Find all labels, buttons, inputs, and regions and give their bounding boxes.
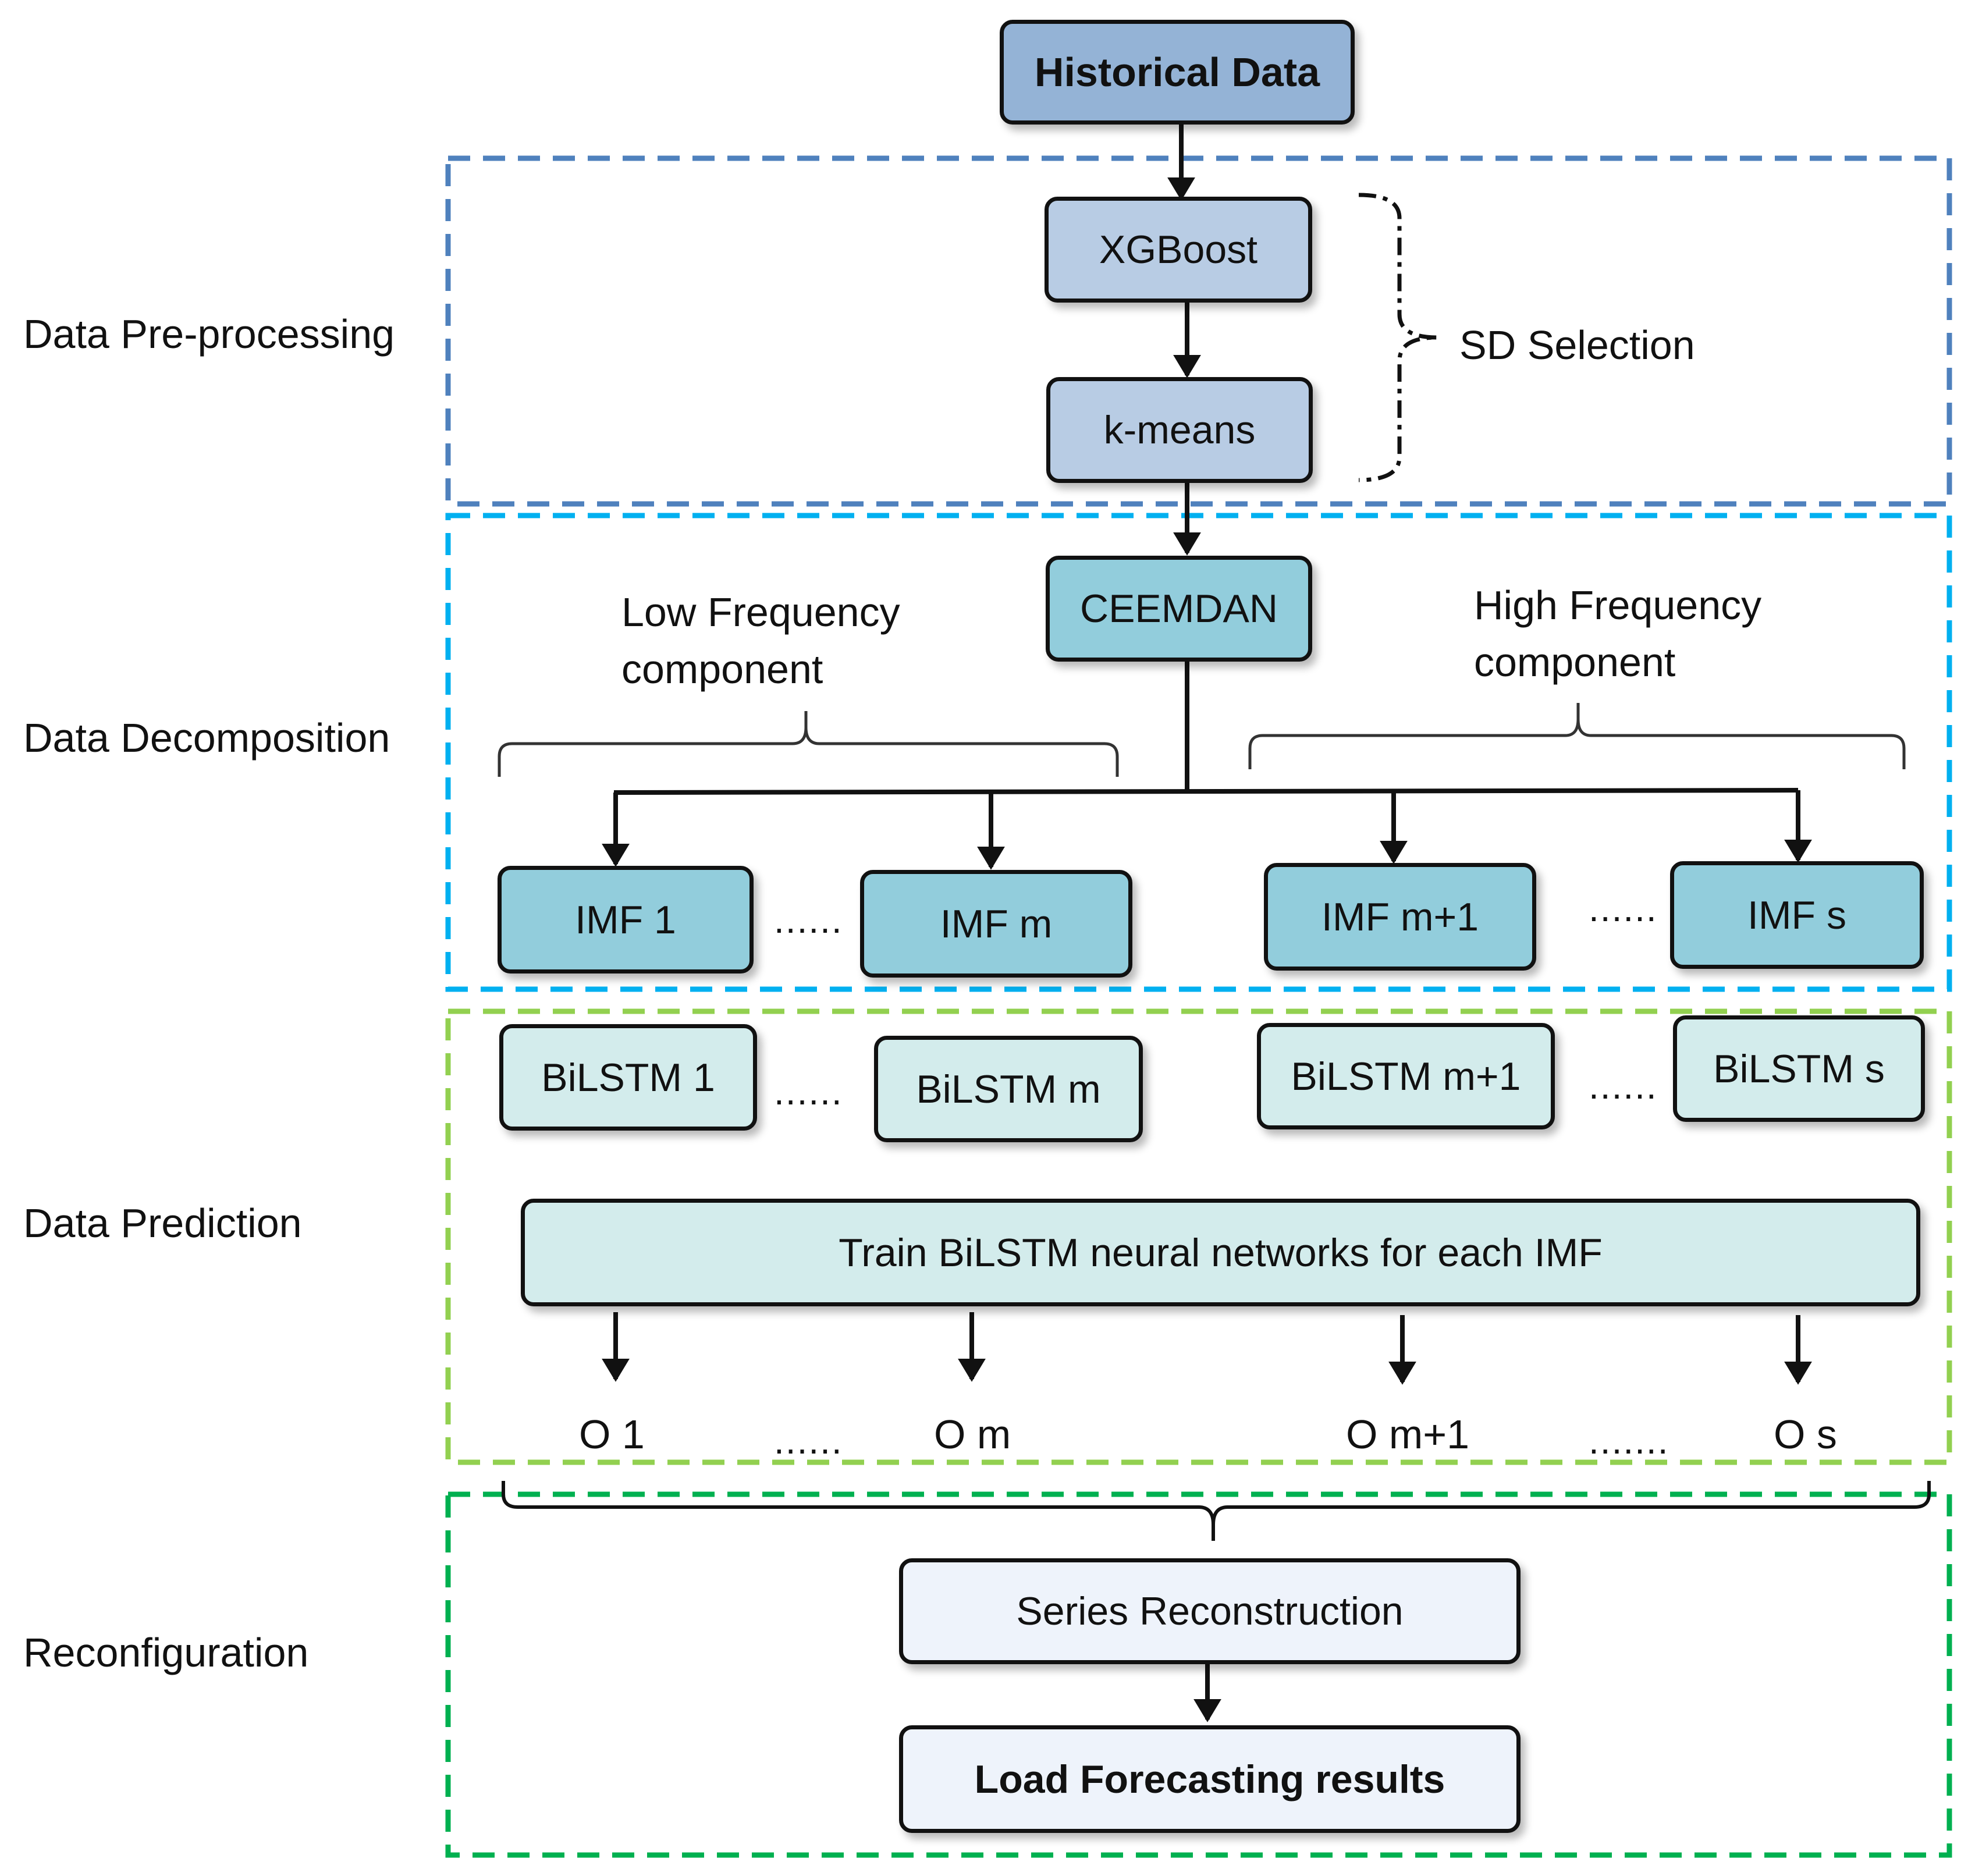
reconfiguration-frame (445, 1491, 1952, 1858)
imf-node-m-plus-1: IMF m+1 (1264, 863, 1536, 971)
bilstm-node-s: BiLSTM s (1673, 1015, 1925, 1122)
high-frequency-label-line2: component (1474, 639, 1676, 685)
series-reconstruction-node: Series Reconstruction (899, 1558, 1521, 1664)
output-label-m: O m (934, 1412, 1011, 1457)
ceemdan-node: CEEMDAN (1046, 556, 1312, 662)
low-frequency-label-line1: Low Frequency (621, 589, 900, 635)
bilstm-node-m-plus-1: BiLSTM m+1 (1257, 1023, 1555, 1129)
imf-node-s: IMF s (1670, 861, 1924, 969)
decomposition-frame (445, 513, 1952, 992)
ceemdan-bus (613, 788, 1799, 795)
bilstm-low-ellipsis: ...... (774, 1071, 843, 1113)
bilstm-node-m: BiLSTM m (874, 1036, 1143, 1142)
output-high-ellipsis: ....... (1589, 1420, 1669, 1462)
load-forecasting-results-node: Load Forecasting results (899, 1725, 1521, 1833)
preprocessing-frame (445, 155, 1952, 507)
bilstm-high-ellipsis: ...... (1589, 1065, 1658, 1107)
low-frequency-label-line2: component (621, 646, 823, 692)
high-frequency-label-line1: High Frequency (1474, 582, 1762, 628)
outputs-merge-brace (502, 1481, 1931, 1541)
prediction-frame (445, 1008, 1952, 1465)
train-bilstm-node: Train BiLSTM neural networks for each IM… (521, 1199, 1920, 1306)
imf-low-ellipsis: ...... (774, 899, 843, 941)
kmeans-node: k-means (1046, 377, 1313, 483)
stage-label-reconfiguration: Reconfiguration (23, 1630, 309, 1675)
bilstm-node-1: BiLSTM 1 (499, 1024, 757, 1131)
output-label-1: O 1 (579, 1412, 645, 1457)
imf-node-1: IMF 1 (498, 866, 754, 973)
output-label-m-plus-1: O m+1 (1346, 1412, 1470, 1457)
imf-high-ellipsis: ...... (1589, 887, 1658, 929)
sd-selection-bracket (1358, 193, 1438, 482)
output-label-s: O s (1774, 1412, 1837, 1457)
sd-selection-label: SD Selection (1459, 322, 1695, 368)
stage-label-decomposition: Data Decomposition (23, 715, 390, 761)
high-frequency-brace (1248, 703, 1906, 769)
xgboost-node: XGBoost (1045, 197, 1312, 303)
stage-label-prediction: Data Prediction (23, 1200, 302, 1246)
low-frequency-brace (498, 711, 1119, 777)
historical-data-node: Historical Data (1000, 20, 1355, 125)
imf-node-m: IMF m (860, 870, 1132, 978)
output-low-ellipsis: ...... (774, 1420, 843, 1462)
stage-label-preprocessing: Data Pre-processing (23, 311, 395, 357)
